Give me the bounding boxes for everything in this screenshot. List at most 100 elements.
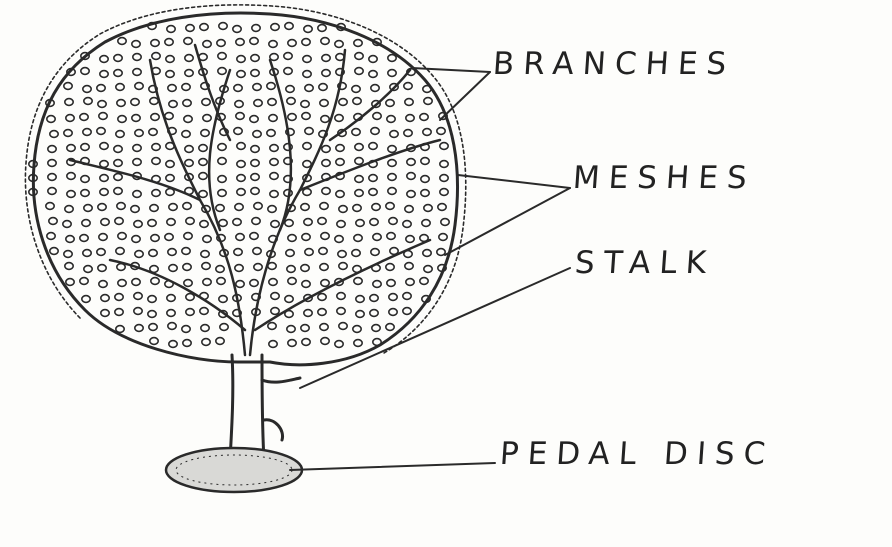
mesh-hole <box>387 116 395 123</box>
mesh-hole <box>251 55 259 62</box>
mesh-hole <box>371 249 379 256</box>
mesh-hole <box>252 25 260 32</box>
mesh-hole <box>66 115 74 122</box>
mesh-hole <box>64 130 72 137</box>
mesh-hole <box>403 221 411 228</box>
mesh-hole <box>131 206 139 213</box>
mesh-hole <box>321 116 329 123</box>
mesh-hole <box>185 146 193 153</box>
mesh-hole <box>186 294 194 301</box>
mesh-hole <box>152 53 160 60</box>
mesh-hole <box>135 130 143 137</box>
mesh-hole <box>101 295 109 302</box>
mesh-hole <box>388 174 396 181</box>
mesh-hole <box>254 203 262 210</box>
mesh-hole <box>236 234 244 241</box>
mesh-hole <box>406 236 414 243</box>
mesh-hole <box>237 189 245 196</box>
mesh-hole <box>388 188 396 195</box>
mesh-hole <box>216 266 224 273</box>
mesh-hole <box>199 173 207 180</box>
mesh-hole <box>320 203 328 210</box>
mesh-hole <box>236 113 244 120</box>
mesh-hole <box>166 161 174 168</box>
mesh-hole <box>84 98 92 105</box>
mesh-hole <box>165 234 173 241</box>
mesh-hole <box>335 115 343 122</box>
mesh-hole <box>267 130 275 137</box>
mesh-hole <box>185 160 193 167</box>
mesh-hole <box>132 115 140 122</box>
mesh-hole <box>67 191 75 198</box>
mesh-hole <box>81 68 89 75</box>
mesh-hole <box>302 113 310 120</box>
mesh-hole <box>251 160 259 167</box>
mesh-hole <box>356 311 364 318</box>
mesh-hole <box>149 324 157 331</box>
mesh-hole <box>355 158 363 165</box>
mesh-hole <box>270 173 278 180</box>
mesh-hole <box>304 219 312 226</box>
mesh-hole <box>50 131 58 138</box>
mesh-hole <box>356 220 364 227</box>
leader-pedal-disc <box>290 463 495 470</box>
mesh-hole <box>117 100 125 107</box>
mesh-hole <box>169 265 177 272</box>
mesh-hole <box>250 280 258 287</box>
mesh-hole <box>301 101 309 108</box>
mesh-hole <box>369 175 377 182</box>
mesh-hole <box>286 86 294 93</box>
mesh-hole <box>356 296 364 303</box>
mesh-hole <box>80 278 88 285</box>
mesh-hole <box>132 41 140 48</box>
mesh-hole <box>268 99 276 106</box>
mesh-hole <box>185 55 193 62</box>
mesh-hole <box>65 206 73 213</box>
mesh-hole <box>101 219 109 226</box>
mesh-hole <box>183 340 191 347</box>
mesh-hole <box>407 159 415 166</box>
mesh-hole <box>270 159 278 166</box>
mesh-hole <box>167 26 175 33</box>
mesh-hole <box>65 99 73 106</box>
mesh-hole <box>81 176 89 183</box>
mesh-hole <box>389 294 397 301</box>
leader-meshes-2 <box>445 188 570 255</box>
mesh-hole <box>134 221 142 228</box>
mesh-hole <box>421 190 429 197</box>
mesh-hole <box>355 190 363 197</box>
mesh-hole <box>218 68 226 75</box>
mesh-hole <box>336 191 344 198</box>
mesh-hole <box>254 100 262 107</box>
mesh-hole <box>115 309 123 316</box>
mesh-hole <box>369 71 377 78</box>
mesh-hole <box>303 161 311 168</box>
mesh-hole <box>182 248 190 255</box>
mesh-hole <box>355 176 363 183</box>
mesh-hole <box>355 53 363 60</box>
mesh-hole <box>237 56 245 63</box>
mesh-hole <box>353 98 361 105</box>
mesh-hole <box>49 218 57 225</box>
mesh-hole <box>118 280 126 287</box>
mesh-hole <box>115 218 123 225</box>
mesh-hole <box>386 324 394 331</box>
mesh-hole <box>339 206 347 213</box>
mesh-hole <box>116 131 124 138</box>
mesh-hole <box>251 174 259 181</box>
mesh-hole <box>319 248 327 255</box>
mesh-hole <box>372 204 380 211</box>
mesh-hole <box>135 325 143 332</box>
mesh-hole <box>305 128 313 135</box>
mesh-hole <box>46 203 54 210</box>
label-branches: BRANCHES <box>492 46 737 82</box>
mesh-hole <box>168 85 176 92</box>
mesh-hole <box>98 204 106 211</box>
mesh-hole <box>169 101 177 108</box>
mesh-hole <box>83 250 91 257</box>
mesh-hole <box>114 70 122 77</box>
stalk-drawing <box>230 355 300 460</box>
mesh-hole <box>318 218 326 225</box>
mesh-hole <box>318 25 326 32</box>
mesh-hole <box>167 295 175 302</box>
